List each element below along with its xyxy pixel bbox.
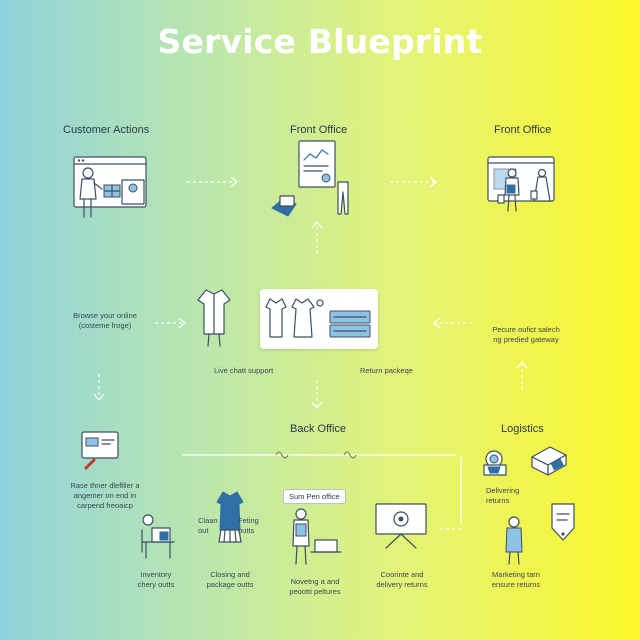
label-secure-line2: ng predied gateway	[493, 335, 559, 344]
label-coorinte: Coorinte and delivery returns	[368, 570, 436, 590]
label-closing-line2: package outts	[206, 580, 254, 589]
storefront-people-icon	[487, 156, 555, 212]
customer-browser-icon	[73, 156, 147, 218]
label-base: Rase thner dleffiler a angemer on end in…	[55, 481, 155, 511]
label-inventory-line1: Inventory	[140, 570, 172, 579]
label-novetng-line2: peootti peltures	[289, 587, 341, 596]
label-novetng-line1: Novetng a and	[290, 577, 340, 586]
label-base-line1: Rase thner dleffiler a	[70, 481, 140, 490]
arrow-browse	[155, 317, 186, 329]
arrow-secure	[433, 317, 472, 329]
label-return-package: Return packeqe	[360, 366, 413, 375]
label-coorinte-line2: delivery returns	[376, 580, 428, 589]
web-search-icon	[81, 431, 119, 470]
label-base-line3: carpend freoaicp	[77, 501, 133, 510]
person-standing-icon	[505, 516, 523, 565]
desk-worker-icon	[141, 514, 175, 559]
label-live-chat: Live chatt support	[214, 366, 274, 375]
heading-logistics: Logistics	[501, 423, 544, 435]
label-delivering-line2: returns	[486, 496, 510, 505]
label-fitting-line2: outts	[238, 526, 255, 535]
delivery-truck-icon	[531, 446, 567, 476]
label-base-line2: angemer on end in	[73, 491, 137, 500]
coat-icon	[216, 491, 244, 543]
heading-customer-actions: Customer Actions	[63, 124, 150, 136]
label-closing-line1: Closing and	[210, 570, 250, 579]
badge-box-icon	[483, 450, 507, 476]
price-tag-icon	[551, 503, 575, 541]
document-chart-icon	[271, 140, 349, 217]
label-clean: Claan out	[198, 516, 218, 536]
label-secure: Pecure oufict salech ng predied gateway	[478, 325, 574, 345]
label-closing: Closing and package outts	[200, 570, 260, 590]
page-title: Service Blueprint	[157, 22, 483, 61]
arrow-customer-to-front	[187, 176, 238, 188]
arrow-down-left	[93, 374, 105, 401]
arrow-down-center	[311, 380, 323, 409]
label-inventory: Inventory chery outts	[130, 570, 182, 590]
label-clean-line1: Claan	[198, 516, 218, 525]
label-novetng: Novetng a and peootti peltures	[282, 577, 348, 597]
shirt-dress-icon	[197, 289, 231, 347]
label-delivering: Delivering returns	[486, 486, 519, 506]
logistics-connector	[460, 457, 462, 523]
label-browse-line1: Browse your online	[73, 311, 137, 320]
heading-front-office-1: Front Office	[290, 124, 348, 136]
garments-crates-icon	[265, 298, 371, 338]
arrow-front-to-front	[390, 176, 437, 188]
heading-back-office: Back Office	[290, 423, 347, 435]
label-marketing-line1: Marketing tarn	[492, 570, 540, 579]
label-marketing: Marketing tarn ensure returns	[484, 570, 548, 590]
label-delivering-line1: Delivering	[486, 486, 520, 495]
monitor-target-icon	[375, 503, 427, 549]
label-coorinte-line1: Coorinte and	[380, 570, 424, 579]
heading-front-office-2: Front Office	[494, 124, 552, 136]
label-browse-line2: (costeme froge)	[78, 321, 132, 330]
label-fitting: Feting outts	[238, 516, 259, 536]
back-office-divider	[182, 451, 456, 459]
sum-office-box: Sum Pen office	[283, 489, 346, 504]
label-browse: Browse your online (costeme froge)	[60, 311, 150, 331]
arrow-to-marketing	[440, 528, 462, 530]
garments-panel	[260, 289, 378, 349]
arrow-up-right	[516, 361, 528, 390]
label-clean-line2: out	[198, 526, 209, 535]
label-inventory-line2: chery outts	[137, 580, 175, 589]
arrow-up-center	[311, 221, 323, 254]
label-fitting-line1: Feting	[238, 516, 259, 525]
label-marketing-line2: ensure returns	[491, 580, 541, 589]
worker-laptop-icon	[292, 508, 342, 565]
label-secure-line1: Pecure oufict salech	[492, 325, 560, 334]
